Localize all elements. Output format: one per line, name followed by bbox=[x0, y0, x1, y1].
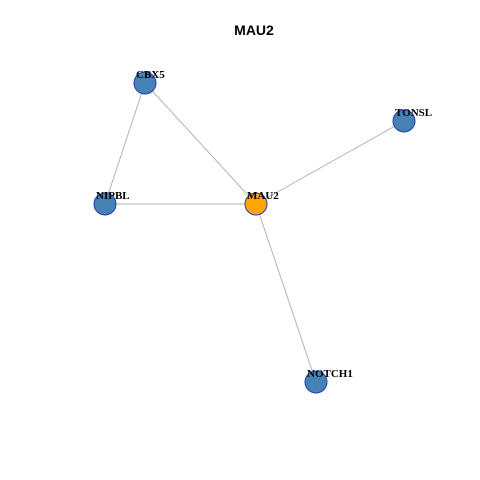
node-layer bbox=[93, 71, 416, 394]
node-mau2[interactable] bbox=[244, 192, 268, 216]
node-notch1[interactable] bbox=[304, 370, 328, 394]
node-nipbl[interactable] bbox=[93, 192, 117, 216]
node-tonsl[interactable] bbox=[392, 109, 416, 133]
edge-layer bbox=[104, 82, 405, 383]
node-cbx5[interactable] bbox=[133, 71, 157, 95]
node-label-nipbl: NIPBL bbox=[96, 190, 130, 202]
edge-cbx5-mau2 bbox=[144, 82, 257, 205]
edge-cbx5-nipbl bbox=[104, 82, 146, 205]
edge-tonsl-mau2 bbox=[255, 120, 405, 205]
node-label-cbx5: CBX5 bbox=[136, 69, 165, 81]
node-label-mau2: MAU2 bbox=[247, 190, 279, 202]
diagram-title: MAU2 bbox=[234, 22, 274, 38]
node-label-tonsl: TONSL bbox=[395, 107, 432, 119]
edge-mau2-notch1 bbox=[255, 203, 317, 383]
node-label-notch1: NOTCH1 bbox=[307, 368, 353, 380]
